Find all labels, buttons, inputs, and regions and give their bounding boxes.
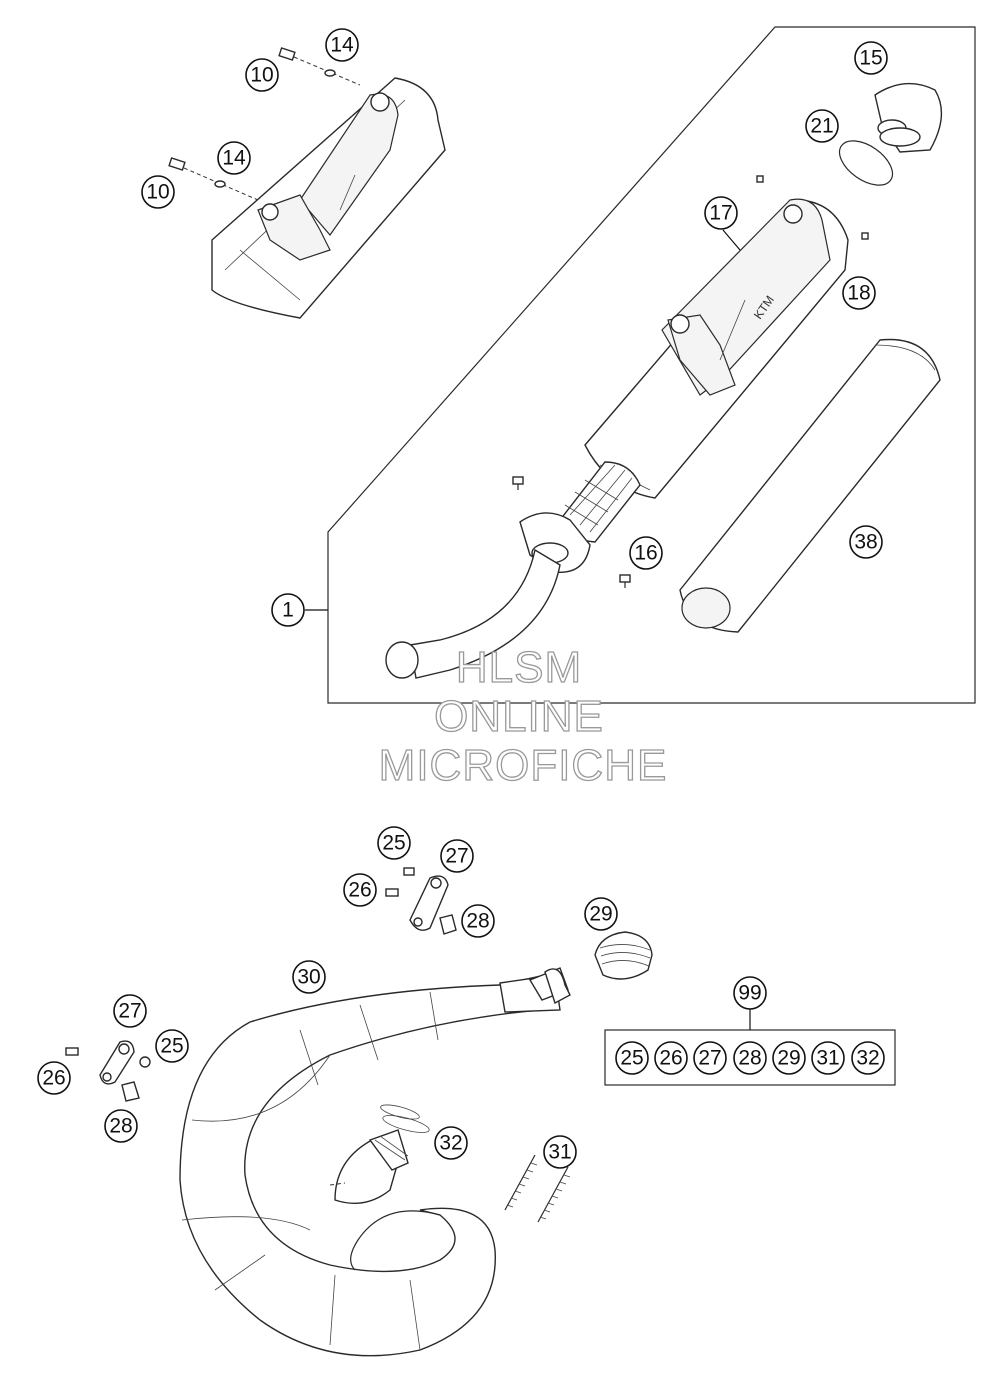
callout-27-upper: 27 (440, 839, 474, 873)
svg-text:25: 25 (382, 832, 405, 855)
svg-text:16: 16 (634, 542, 657, 565)
callout-10-lower: 10 (141, 175, 175, 209)
exhaust-seal-32-a (380, 1104, 420, 1120)
svg-text:26: 26 (659, 1047, 682, 1070)
o-ring-21 (838, 140, 894, 186)
svg-text:32: 32 (439, 1132, 462, 1155)
callout-21: 21 (805, 109, 839, 143)
svg-text:10: 10 (146, 181, 169, 204)
svg-text:25: 25 (620, 1047, 643, 1070)
callout-18: 18 (842, 276, 876, 310)
silencer-end-cap (874, 82, 943, 153)
callout-25-left: 25 (155, 1029, 189, 1063)
callout-99: 99 (733, 976, 767, 1010)
silencer-mount-detail (168, 47, 446, 319)
exhaust-flange (329, 1129, 409, 1204)
svg-text:14: 14 (222, 147, 246, 170)
small-rivet-18 (861, 232, 869, 240)
watermark-line-2: ONLINE (434, 692, 604, 741)
svg-text:31: 31 (548, 1141, 571, 1164)
svg-text:18: 18 (847, 282, 870, 305)
callout-28-left: 28 (104, 1109, 138, 1143)
spring-gasket-29 (594, 931, 653, 980)
silencer-body: KTM (584, 198, 849, 499)
callout-27-left: 27 (113, 994, 147, 1028)
kit-item: 31 (811, 1041, 845, 1075)
kit-item: 32 (851, 1041, 885, 1075)
callout-38: 38 (849, 525, 883, 559)
exhaust-pipe (179, 967, 571, 1357)
callout-14-upper: 14 (325, 28, 359, 62)
svg-text:27: 27 (445, 845, 468, 868)
small-rivet-top (756, 175, 764, 183)
callout-15: 15 (854, 41, 888, 75)
watermark-line-1: HLSM (456, 643, 582, 692)
svg-text:28: 28 (466, 910, 489, 933)
bolt-10-lower (168, 157, 259, 201)
bracket-mount-upper (385, 867, 457, 935)
callout-30: 30 (292, 960, 326, 994)
svg-text:26: 26 (348, 879, 371, 902)
screw-inlet (512, 476, 524, 490)
svg-text:28: 28 (109, 1115, 132, 1138)
svg-text:25: 25 (160, 1035, 183, 1058)
svg-text:32: 32 (856, 1047, 879, 1070)
watermark-line-3: MICROFICHE (379, 741, 668, 790)
svg-text:38: 38 (854, 531, 877, 554)
svg-text:14: 14 (330, 34, 354, 57)
exhaust-springs (504, 1154, 571, 1223)
callout-26-left: 26 (37, 1061, 71, 1095)
screw-16 (619, 574, 631, 588)
callout-14-lower: 14 (217, 141, 251, 175)
kit-item: 27 (693, 1041, 727, 1075)
callout-17: 17 (704, 196, 738, 230)
callout-29: 29 (584, 897, 618, 931)
kit-99-contents: 25 26 27 28 29 31 32 (615, 1041, 885, 1075)
svg-text:15: 15 (859, 47, 882, 70)
callout-1: 1 (271, 593, 305, 627)
kit-item: 26 (654, 1041, 688, 1075)
svg-text:31: 31 (816, 1047, 839, 1070)
svg-text:26: 26 (42, 1067, 65, 1090)
callout-28-upper: 28 (461, 904, 495, 938)
kit-item: 28 (733, 1041, 767, 1075)
svg-text:1: 1 (282, 599, 294, 622)
silencer-sleeve (679, 338, 941, 633)
callout-26-upper: 26 (343, 873, 377, 907)
exhaust-seal-32-b (382, 1115, 430, 1133)
silencer-inlet-pipe (409, 548, 561, 679)
leader-lines (305, 229, 741, 611)
svg-text:29: 29 (777, 1047, 800, 1070)
bracket-mount-left (65, 1040, 151, 1102)
callout-32: 32 (434, 1126, 468, 1160)
kit-item: 29 (772, 1041, 806, 1075)
svg-text:30: 30 (297, 966, 320, 989)
svg-text:21: 21 (810, 115, 833, 138)
silencer-assembly-frame (327, 26, 976, 704)
svg-text:29: 29 (589, 903, 612, 926)
callout-25-upper: 25 (377, 826, 411, 860)
svg-text:27: 27 (698, 1047, 721, 1070)
callout-16: 16 (629, 536, 663, 570)
svg-text:10: 10 (250, 64, 273, 87)
svg-text:99: 99 (738, 982, 761, 1005)
kit-item: 25 (615, 1041, 649, 1075)
svg-text:17: 17 (709, 202, 732, 225)
svg-text:27: 27 (118, 1000, 141, 1023)
callout-31: 31 (543, 1135, 577, 1169)
callout-10-upper: 10 (245, 58, 279, 92)
svg-text:28: 28 (738, 1047, 761, 1070)
